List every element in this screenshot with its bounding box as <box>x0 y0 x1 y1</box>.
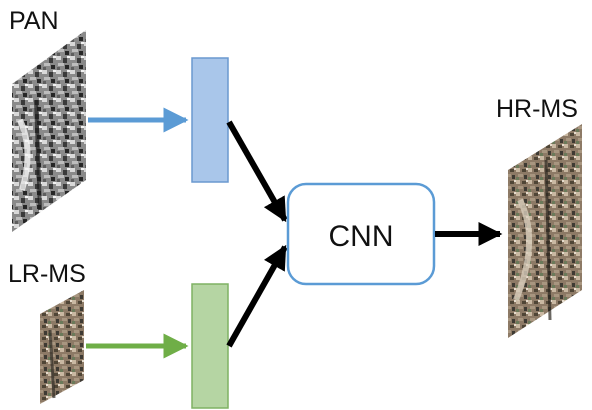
hr-ms-label: HR-MS <box>496 95 578 123</box>
hr-ms-image <box>508 124 582 338</box>
cnn-label: CNN <box>329 220 394 253</box>
ms-feature-block <box>191 283 229 409</box>
pan-feature-block <box>191 57 229 183</box>
pan-image <box>12 30 86 232</box>
lr-ms-image <box>40 290 84 404</box>
pan-to-cnn-arrow <box>226 120 288 223</box>
pan-label: PAN <box>9 7 59 35</box>
cnn-box <box>286 182 436 286</box>
ms-to-cnn-arrow <box>226 244 288 348</box>
lr-ms-label: LR-MS <box>8 260 86 288</box>
